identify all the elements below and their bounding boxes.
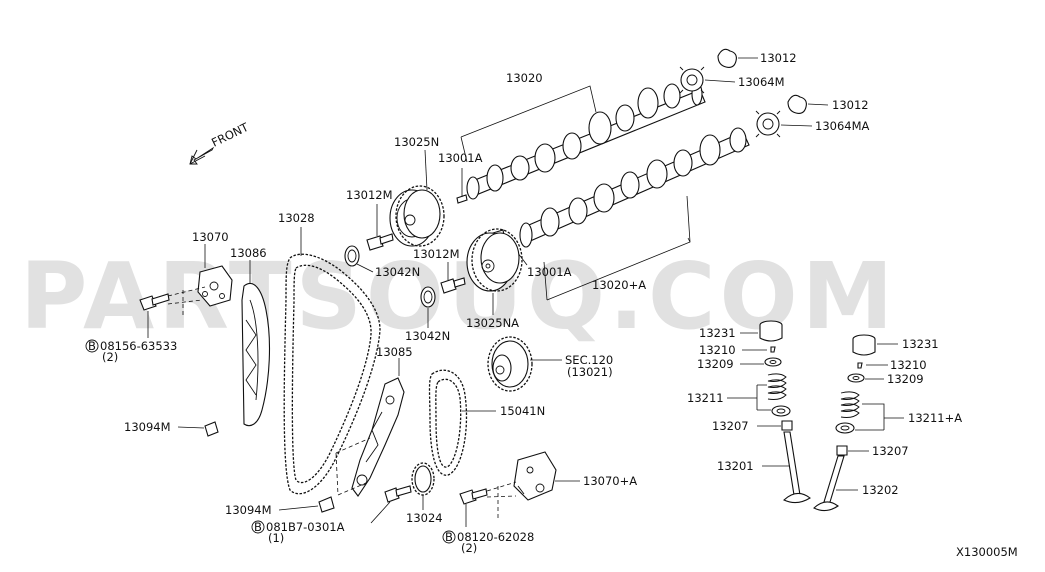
valve-spring-13211-left[interactable] [767, 373, 791, 417]
valve-key-13210-left[interactable] [770, 346, 776, 353]
label-13070: 13070 [192, 230, 229, 244]
sensor-plate-13064M[interactable] [679, 66, 705, 94]
label-13202: 13202 [862, 483, 899, 497]
label-13209-left: 13209 [697, 357, 734, 371]
label-13094M-top: 13094M [124, 420, 171, 434]
label-13001A-top: 13001A [438, 151, 483, 165]
diagram-id: X130005M [956, 545, 1018, 559]
label-13209-right: 13209 [887, 372, 924, 386]
spring-retainer-13209-left[interactable] [764, 357, 782, 367]
label-13085: 13085 [376, 345, 413, 359]
sprocket-sec120[interactable] [487, 336, 533, 392]
label-08120-62028: 08120-62028 [457, 530, 534, 544]
circle-b-1: B [88, 339, 96, 353]
circle-b-3: B [445, 530, 453, 544]
chain-tensioner-13070[interactable] [197, 265, 233, 307]
label-08156-qty: (2) [102, 350, 118, 364]
seal-13042N-top[interactable] [344, 245, 360, 267]
spring-retainer-13209-right[interactable] [847, 373, 865, 383]
bolt-08120-62028[interactable] [459, 488, 488, 505]
bolt-13094M-top[interactable] [204, 421, 219, 437]
label-sec120: SEC.120 [565, 353, 613, 367]
label-13064MA: 13064MA [815, 119, 870, 133]
bolt-13094M-bottom[interactable] [318, 496, 335, 513]
label-13231-right: 13231 [902, 337, 939, 351]
valve-seal-13207-right[interactable] [836, 445, 848, 456]
valve-13201-intake[interactable] [783, 431, 811, 504]
label-13012-top: 13012 [760, 51, 797, 65]
valve-seal-13207-left[interactable] [781, 420, 793, 431]
label-13211: 13211 [687, 391, 724, 405]
bolt-08156-63533[interactable] [139, 293, 170, 311]
label-081B7-qty: (1) [268, 531, 284, 545]
label-13201: 13201 [717, 459, 754, 473]
valve-lifter-13231-right[interactable] [852, 334, 876, 356]
label-13094M-bottom: 13094M [225, 503, 272, 517]
bolt-13012M-left[interactable] [366, 233, 394, 251]
sprocket-13025N[interactable] [389, 185, 445, 247]
chain-guide-13085[interactable] [351, 377, 405, 497]
label-15041N: 15041N [500, 404, 545, 418]
chain-tensioner-13070A[interactable] [513, 451, 557, 501]
valve-key-13210-right[interactable] [857, 362, 863, 369]
oil-pump-chain-15041N[interactable] [428, 369, 468, 476]
bolt-13012M-mid[interactable] [440, 277, 466, 294]
label-13001A-bottom: 13001A [527, 265, 572, 279]
label-081B7-0301A: 081B7-0301A [266, 520, 345, 534]
valve-lifter-13231-left[interactable] [759, 320, 783, 342]
label-13064M: 13064M [738, 75, 785, 89]
label-13020A: 13020+A [592, 278, 646, 292]
label-13086: 13086 [230, 246, 267, 260]
label-13070A: 13070+A [583, 474, 637, 488]
cap-13012-top[interactable] [717, 48, 737, 68]
label-13028: 13028 [278, 211, 315, 225]
label-13207-left: 13207 [712, 419, 749, 433]
label-13025N: 13025N [394, 135, 439, 149]
dowel-13001A-top[interactable] [456, 194, 468, 204]
label-13210-left: 13210 [699, 343, 736, 357]
chain-guide-13086[interactable] [241, 283, 271, 427]
valve-13202-exhaust[interactable] [813, 455, 845, 512]
label-13025NA: 13025NA [466, 316, 519, 330]
valve-spring-13211A-right[interactable] [835, 391, 860, 434]
label-sec120-sub: (13021) [567, 365, 613, 379]
label-13012-mid: 13012 [832, 98, 869, 112]
label-13024: 13024 [406, 511, 443, 525]
label-13211A: 13211+A [908, 411, 962, 425]
circle-b-2: B [254, 520, 262, 534]
bolt-081B7-0301A[interactable] [384, 485, 412, 503]
sprocket-13025NA[interactable] [466, 228, 523, 292]
cap-13012-mid[interactable] [787, 94, 807, 114]
front-arrow-icon [189, 146, 215, 165]
label-08120-qty: (2) [461, 541, 477, 555]
sensor-plate-13064MA[interactable] [755, 110, 781, 138]
label-13012M-mid: 13012M [413, 247, 460, 261]
timing-chain-13028[interactable] [283, 253, 381, 495]
label-13207-right: 13207 [872, 444, 909, 458]
label-08156-63533: 08156-63533 [100, 339, 177, 353]
label-13210-right: 13210 [890, 358, 927, 372]
seal-13042N-bottom[interactable] [420, 286, 436, 308]
camshaft-upper[interactable] [466, 82, 706, 200]
camshaft-lower[interactable] [519, 127, 750, 248]
crank-sprocket-13024[interactable] [411, 462, 435, 496]
front-label: FRONT [209, 119, 251, 149]
label-13231-left: 13231 [699, 326, 736, 340]
label-13042N-top: 13042N [375, 265, 420, 279]
label-13012M-left: 13012M [346, 188, 393, 202]
label-13042N-bottom: 13042N [405, 329, 450, 343]
label-13020: 13020 [506, 71, 543, 85]
